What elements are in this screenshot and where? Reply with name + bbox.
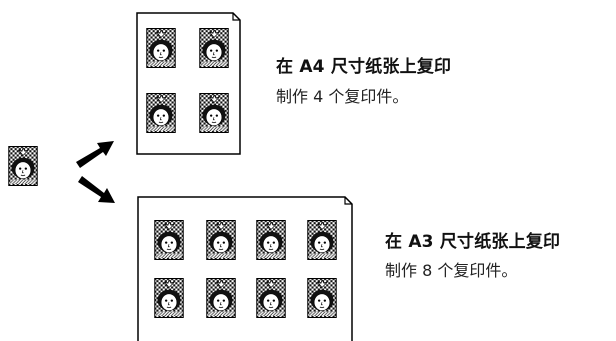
- original-photo-icon: [8, 146, 38, 186]
- a3-description: 制作 8 个复印件。: [385, 261, 518, 280]
- photo-copy-icon: [307, 278, 337, 318]
- arrow-down-right-icon: [78, 176, 115, 203]
- photo-copy-icon: [256, 220, 286, 260]
- photo-copy-icon: [154, 220, 184, 260]
- photo-copy-icon: [206, 220, 236, 260]
- a4-title: 在 A4 尺寸纸张上复印: [276, 57, 452, 77]
- photo-copy-icon: [154, 278, 184, 318]
- photo-copy-icon: [146, 93, 176, 133]
- photo-copy-icon: [199, 28, 229, 68]
- a3-page: [137, 196, 353, 341]
- photo-copy-icon: [199, 93, 229, 133]
- photo-copy-icon: [307, 220, 337, 260]
- a3-title: 在 A3 尺寸纸张上复印: [385, 232, 561, 252]
- photo-copy-icon: [256, 278, 286, 318]
- arrow-up-right-icon: [76, 141, 114, 168]
- photo-copy-icon: [146, 28, 176, 68]
- a4-description: 制作 4 个复印件。: [276, 87, 409, 106]
- photo-copy-icon: [206, 278, 236, 318]
